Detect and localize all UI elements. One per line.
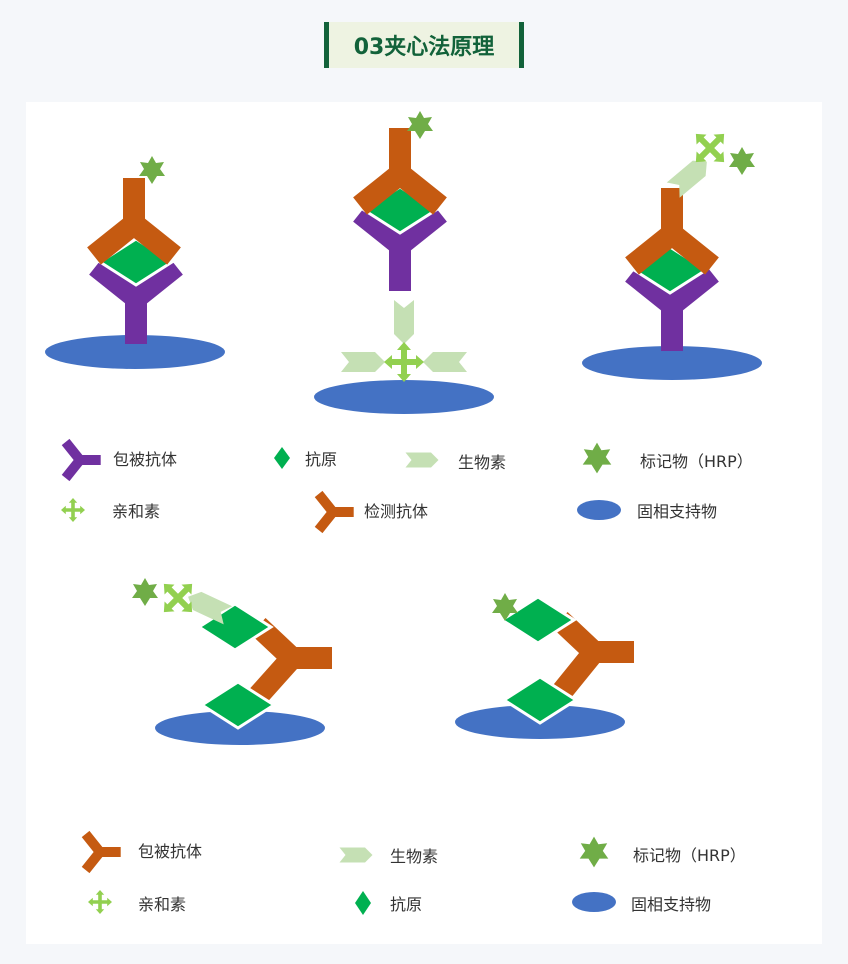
- legend-hrp: 标记物（HRP）: [633, 846, 746, 865]
- antigen-icon: [355, 891, 371, 915]
- avidin: [384, 342, 424, 382]
- coating-antibody: [249, 617, 332, 704]
- panel-antigen-bridge-direct: [455, 593, 634, 739]
- coating-antibody: [551, 611, 634, 701]
- legend-bottom: 包被抗体 生物素 标记物（HRP） 亲和素 抗原 固相支持物: [86, 834, 746, 915]
- legend-coating-antibody: 包被抗体: [113, 450, 177, 469]
- legend-top: 包被抗体 抗原 生物素 标记物（HRP） 亲和素 检测抗体 固相支持物: [61, 442, 753, 530]
- legend-avidin: 亲和素: [138, 895, 186, 914]
- legend-detection-antibody: 检测抗体: [364, 502, 428, 521]
- support-icon: [577, 500, 621, 520]
- legend-solid-support: 固相支持物: [631, 895, 711, 914]
- section-title: 03夹心法原理: [324, 22, 524, 68]
- biotin: [394, 300, 414, 344]
- biotin: [341, 352, 385, 372]
- panel-avidin-base: [314, 111, 494, 414]
- legend-avidin: 亲和素: [112, 502, 160, 521]
- solid-support: [582, 346, 762, 380]
- hrp-icon: [579, 836, 609, 868]
- biotin-icon: [339, 847, 373, 863]
- legend-antigen: 抗原: [305, 450, 337, 469]
- panel-antigen-bridge-biotin: [132, 569, 332, 745]
- solid-support: [314, 380, 494, 414]
- biotin-icon: [405, 452, 439, 468]
- legend-biotin: 生物素: [390, 847, 438, 866]
- biotin: [423, 352, 467, 372]
- hrp-label: [729, 147, 755, 175]
- antigen-icon: [274, 447, 290, 469]
- legend-coating-antibody: 包被抗体: [138, 842, 202, 861]
- panel-direct-sandwich: [45, 156, 225, 369]
- legend-hrp: 标记物（HRP）: [640, 452, 753, 471]
- support-icon: [572, 892, 616, 912]
- legend-solid-support: 固相支持物: [637, 502, 717, 521]
- hrp-icon: [582, 442, 612, 474]
- legend-antigen: 抗原: [390, 895, 422, 914]
- avidin-icon: [61, 498, 85, 522]
- panel-biotin-avidin: [582, 119, 762, 380]
- coating-antibody-icon: [86, 834, 121, 870]
- detection-antibody-icon: [319, 494, 354, 530]
- avidin-icon: [88, 890, 112, 914]
- hrp-label: [132, 578, 158, 606]
- coating-antibody-icon: [66, 442, 101, 478]
- solid-support: [45, 335, 225, 369]
- legend-biotin: 生物素: [458, 453, 506, 472]
